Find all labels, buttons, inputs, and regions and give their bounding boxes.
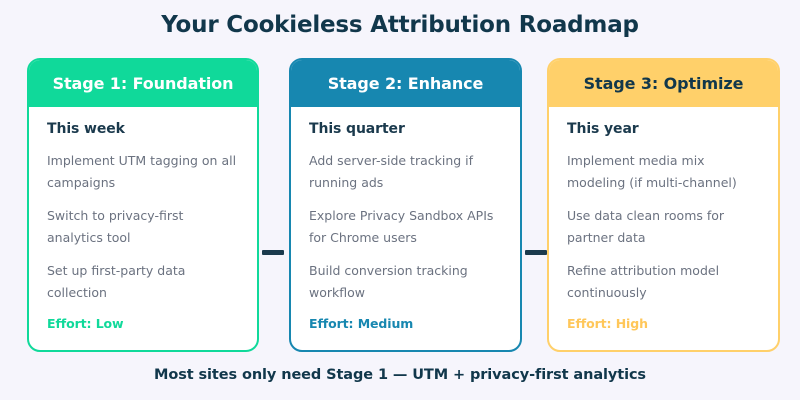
stage-card-3-timeframe: This year [567, 121, 639, 137]
stage-card-3-header: Stage 3: Optimize [549, 60, 778, 107]
stage-card-1-timeframe: This week [47, 121, 125, 137]
stage-card-2[interactable]: Stage 2: Enhance This quarter Add server… [289, 58, 522, 352]
stage-card-2-task: Add server-side tracking if running ads [309, 153, 474, 190]
stage-card-2-body: This quarter Add server-side tracking if… [291, 107, 520, 331]
stage-card-1-task: Implement UTM tagging on all campaigns [47, 153, 237, 190]
stage-card-3-effort-badge: Effort: High [567, 316, 648, 331]
stage-card-3-task: Use data clean rooms for partner data [567, 208, 725, 245]
stage-card-row: Stage 1: Foundation This week Implement … [0, 58, 800, 352]
connector-stage2-stage3 [525, 250, 547, 255]
stage-card-3-task: Implement media mix modeling (if multi-c… [567, 153, 737, 190]
footer-note: Most sites only need Stage 1 — UTM + pri… [154, 367, 646, 383]
stage-card-1-effort-badge: Effort: Low [47, 316, 124, 331]
stage-card-1-header: Stage 1: Foundation [29, 60, 257, 107]
stage-card-1-body: This week Implement UTM tagging on all c… [29, 107, 257, 331]
stage-card-1[interactable]: Stage 1: Foundation This week Implement … [27, 58, 259, 352]
connector-stage1-stage2 [262, 250, 284, 255]
stage-card-3-task: Refine attribution model continuously [567, 263, 720, 300]
page-title: Your Cookieless Attribution Roadmap [161, 12, 639, 38]
stage-card-3[interactable]: Stage 3: Optimize This year Implement me… [547, 58, 780, 352]
stage-card-2-header: Stage 2: Enhance [291, 60, 520, 107]
stage-card-2-task: Build conversion tracking workflow [309, 263, 468, 300]
stage-card-2-effort-badge: Effort: Medium [309, 316, 414, 331]
stage-card-2-task: Explore Privacy Sandbox APIs for Chrome … [309, 208, 494, 245]
stage-card-1-task: Set up first-party data collection [47, 263, 186, 300]
stage-card-1-task: Switch to privacy-first analytics tool [47, 208, 184, 245]
stage-card-2-timeframe: This quarter [309, 121, 405, 137]
stage-card-3-body: This year Implement media mix modeling (… [549, 107, 778, 331]
